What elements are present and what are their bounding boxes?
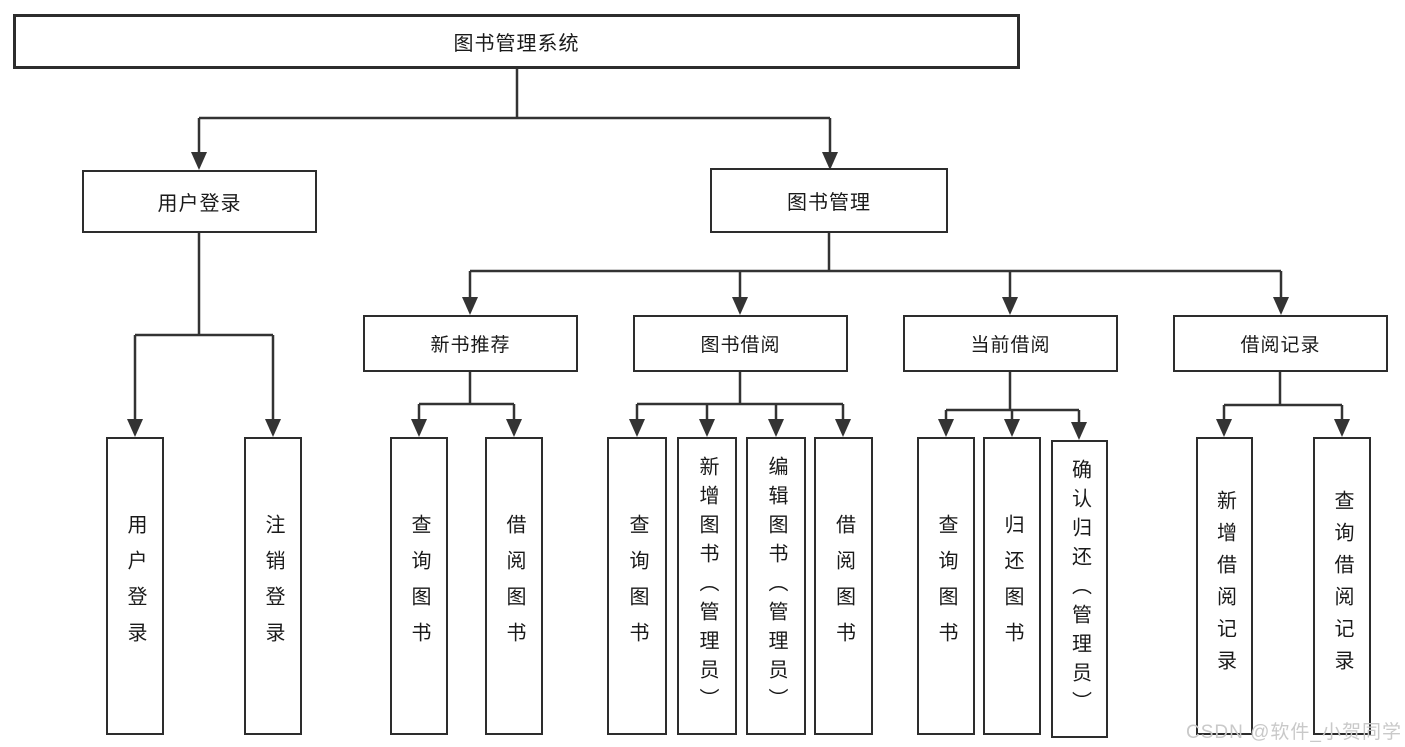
module-book-mgmt-label: 图书管理 [787,192,871,214]
node-function-bb-query-books: 查询图书 [607,437,667,735]
function-bb-add-books-label: 新增图书（管理员） [696,455,718,717]
function-logout-label: 注销登录 [262,514,284,658]
function-cb-query-books-label: 查询图书 [935,514,957,658]
node-function-cb-confirm-return: 确认归还（管理员） [1051,440,1108,738]
submodule-current-borrow-label: 当前借阅 [970,335,1051,356]
node-function-nb-query-books: 查询图书 [390,437,448,735]
connector-borrow-records [1222,372,1344,421]
function-cb-confirm-return-label: 确认归还（管理员） [1068,458,1091,720]
submodule-new-books-label: 新书推荐 [430,335,511,356]
function-nb-borrow-books-label: 借阅图书 [503,514,525,658]
node-module-user-login: 用户登录 [82,170,317,233]
module-user-login-label: 用户登录 [157,193,242,215]
connector-book-borrow [635,372,845,421]
connector-current-borrow [944,372,1081,424]
node-function-logout: 注销登录 [244,437,302,735]
connector-user-login [133,233,275,421]
node-function-cb-return-books: 归还图书 [983,437,1041,735]
connector-book-mgmt [468,233,1283,299]
connector-new-books [417,372,516,421]
csdn-watermark: CSDN @软件_小贺同学 [1186,722,1402,743]
function-bb-edit-books-label: 编辑图书（管理员） [765,455,787,717]
node-function-cb-query-books: 查询图书 [917,437,975,735]
node-function-nb-borrow-books: 借阅图书 [485,437,543,735]
node-submodule-current-borrow: 当前借阅 [903,315,1118,372]
submodule-book-borrow-label: 图书借阅 [700,335,781,356]
function-cb-return-books-label: 归还图书 [1001,514,1023,658]
node-function-br-query-record: 查询借阅记录 [1313,437,1371,735]
function-br-add-record-label: 新增借阅记录 [1213,490,1236,682]
connector-root [197,69,832,154]
node-function-bb-borrow-books: 借阅图书 [814,437,873,735]
function-bb-query-books-label: 查询图书 [626,514,648,658]
function-bb-borrow-books-label: 借阅图书 [832,514,855,658]
node-function-bb-edit-books: 编辑图书（管理员） [746,437,806,735]
node-submodule-borrow-records: 借阅记录 [1173,315,1388,372]
node-module-book-mgmt: 图书管理 [710,168,948,233]
node-function-br-add-record: 新增借阅记录 [1196,437,1253,735]
root-label: 图书管理系统 [453,33,580,55]
function-nb-query-books-label: 查询图书 [408,514,430,658]
node-root: 图书管理系统 [13,14,1020,69]
node-submodule-new-books: 新书推荐 [363,315,578,372]
node-function-bb-add-books: 新增图书（管理员） [677,437,737,735]
function-br-query-record-label: 查询借阅记录 [1331,490,1353,682]
node-function-user-login: 用户登录 [106,437,164,735]
function-user-login-label: 用户登录 [124,514,146,658]
node-submodule-book-borrow: 图书借阅 [633,315,848,372]
submodule-borrow-records-label: 借阅记录 [1240,335,1321,356]
